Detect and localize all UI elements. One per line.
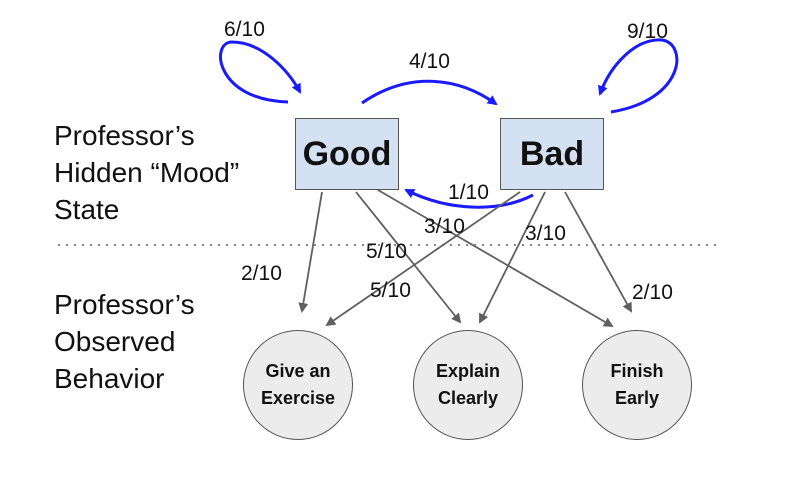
observation-give-exercise: Give an Exercise	[243, 330, 353, 440]
state-bad: Bad	[500, 118, 604, 190]
arrow-bad-to-good	[404, 188, 534, 209]
observation-finish-early: Finish Early	[582, 330, 692, 440]
arrow-bad-exercise	[325, 191, 521, 327]
prob-bad-to-good: 1/10	[448, 181, 489, 204]
observed-behavior-label: Professor’s Observed Behavior	[54, 289, 195, 394]
prob-good-finish: 3/10	[424, 215, 465, 238]
arrow-good-exercise	[298, 191, 323, 313]
arrow-good-to-bad	[361, 79, 498, 106]
hidden-state-label: Professor’s Hidden “Mood” State	[54, 120, 240, 225]
state-good: Good	[295, 118, 399, 190]
prob-good-to-bad: 4/10	[409, 50, 450, 73]
prob-good-exercise: 2/10	[241, 262, 282, 285]
arrow-good-to-good	[219, 40, 302, 104]
prob-bad-exercise: 5/10	[370, 279, 411, 302]
prob-good-to-good: 6/10	[224, 18, 265, 41]
arrow-good-explain	[355, 191, 462, 324]
prob-good-explain: 5/10	[366, 240, 407, 263]
arrow-bad-finish	[564, 191, 632, 313]
prob-bad-explain: 3/10	[525, 222, 566, 245]
arrow-bad-to-bad	[597, 38, 679, 114]
arrow-bad-explain	[479, 191, 546, 324]
prob-bad-finish: 2/10	[632, 281, 673, 304]
observation-explain-clearly: Explain Clearly	[413, 330, 523, 440]
arrow-good-finish	[377, 189, 614, 328]
prob-bad-to-bad: 9/10	[627, 20, 668, 43]
